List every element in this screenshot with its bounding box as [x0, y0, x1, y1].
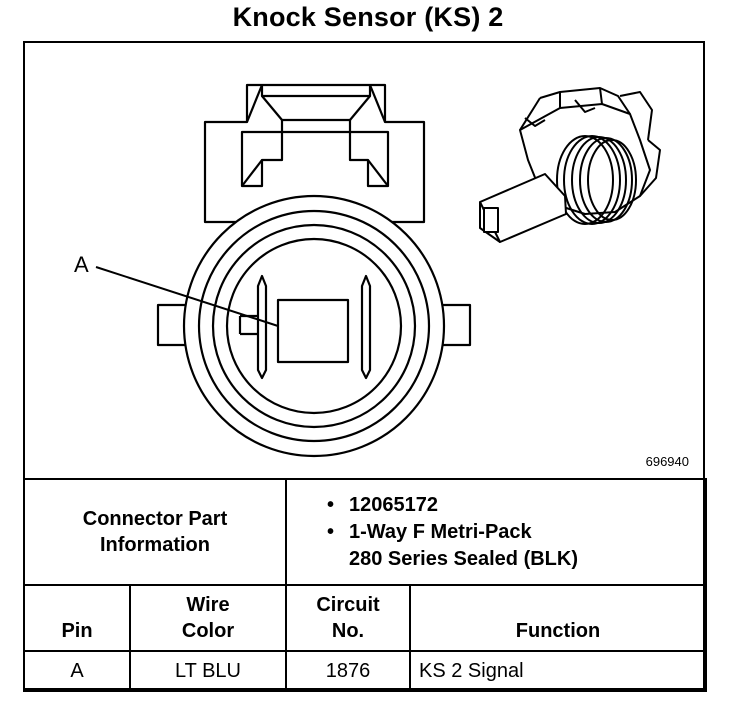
part-type-line2: 280 Series Sealed (BLK) — [349, 547, 578, 570]
connector-part-list: •12065172 •1-Way F Metri-Pack 280 Series… — [285, 478, 707, 586]
cell-pin: A — [23, 650, 131, 692]
cell-function: KS 2 Signal — [409, 650, 707, 692]
header-function: Function — [409, 584, 707, 652]
connector-info-table: Connector Part Information •12065172 •1-… — [23, 478, 707, 692]
header-wire-color: Wire Color — [129, 584, 287, 652]
part-type-line1: 1-Way F Metri-Pack — [349, 520, 532, 543]
connector-latch — [203, 83, 426, 224]
part-number: 12065172 — [349, 493, 438, 516]
cell-circuit: 1876 — [285, 650, 411, 692]
cell-wire-color: LT BLU — [129, 650, 287, 692]
pin-table-header-row: Pin Wire Color Circuit No. Function — [23, 584, 707, 652]
table-row: A LT BLU 1876 KS 2 Signal — [23, 650, 707, 692]
connector-isometric — [479, 87, 661, 243]
part-number-item: •12065172 — [327, 493, 438, 516]
page-title: Knock Sensor (KS) 2 — [232, 2, 504, 32]
header-circuit-no: Circuit No. — [285, 584, 411, 652]
connector-part-label-line2: Information — [100, 534, 210, 556]
header-pin: Pin — [23, 584, 131, 652]
connector-part-label-line1: Connector Part — [82, 508, 228, 530]
connector-part-label: Connector Part Information — [23, 478, 287, 586]
terminal-cavity-a — [276, 298, 350, 364]
callout-label-a: A — [74, 252, 89, 277]
figure-number: 696940 — [645, 454, 689, 469]
part-type-item: •1-Way F Metri-Pack — [327, 520, 532, 543]
connector-part-row: Connector Part Information •12065172 •1-… — [23, 478, 707, 586]
